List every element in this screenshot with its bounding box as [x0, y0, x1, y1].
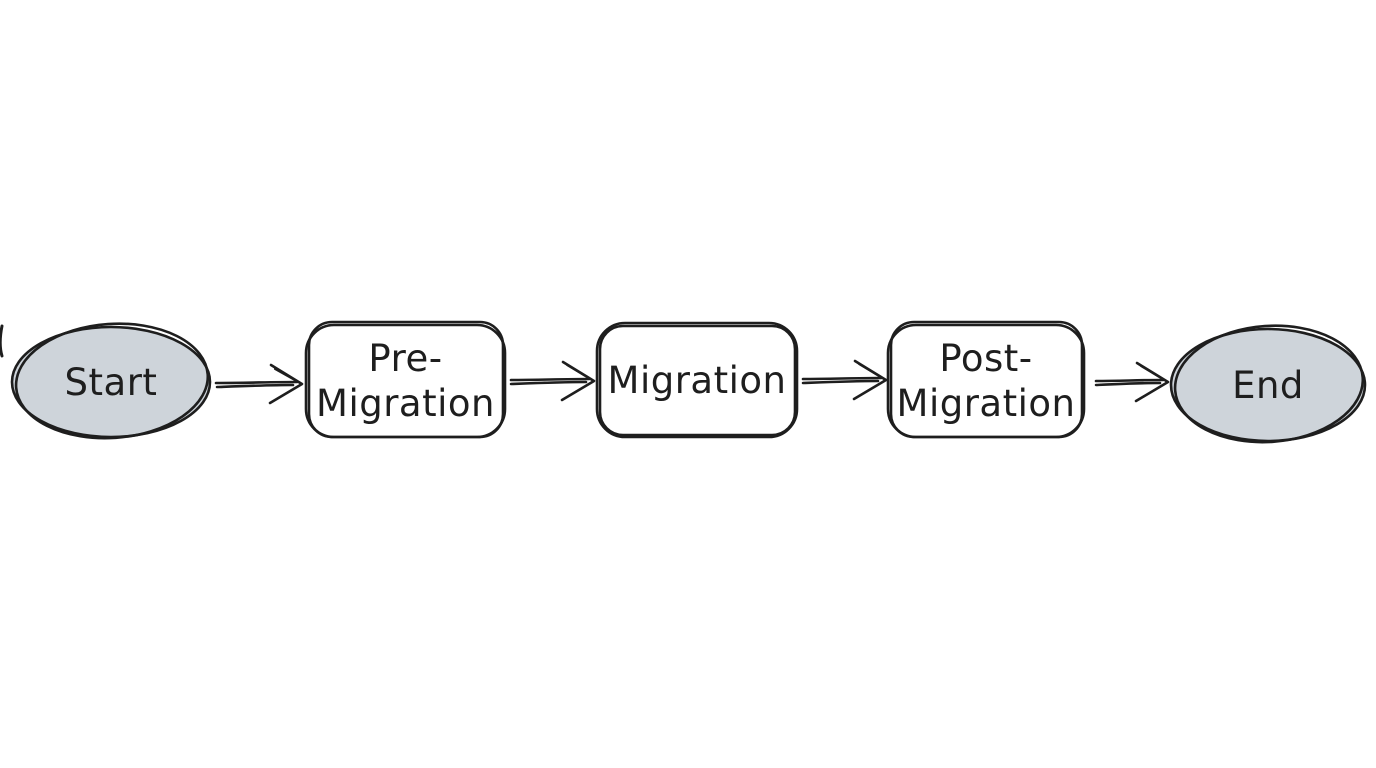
arrow-shaft: [1094, 378, 1165, 383]
end-ellipse: [1169, 327, 1367, 443]
edge-pre-migration-to-migration-arrow: [509, 360, 596, 402]
arrow-head: [268, 363, 304, 405]
edge-migration-to-post-migration-arrow: [801, 359, 888, 401]
arrow-shaft: [214, 380, 299, 385]
node-pre-migration-shape: [304, 320, 507, 439]
edge-start-to-pre-migration-arrow: [214, 363, 304, 405]
pre-migration-rect: [304, 323, 507, 439]
start-ellipse: [10, 325, 212, 439]
node-start-shape: [10, 322, 212, 440]
left-edge-artifact-stroke: [0, 324, 4, 358]
arrow-shaft-overdraw: [801, 379, 880, 385]
post-migration-rect-overdraw: [889, 320, 1084, 439]
arrow-head-overdraw: [274, 368, 301, 384]
arrow-head-overdraw: [1140, 365, 1167, 382]
node-post-migration-shape: [886, 320, 1086, 439]
arrow-shaft: [509, 377, 591, 382]
start-ellipse-overdraw: [14, 322, 210, 440]
migration-rect-overdraw: [598, 324, 797, 437]
arrow-shaft-overdraw: [509, 380, 588, 386]
edge-post-migration-to-end-arrow: [1094, 361, 1170, 403]
stroke-layer: [0, 320, 1367, 444]
arrow-shaft: [801, 376, 883, 381]
arrow-shaft-overdraw: [1094, 381, 1162, 387]
node-end-shape: [1169, 324, 1367, 444]
arrow-head-overdraw: [566, 364, 593, 381]
post-migration-rect: [886, 323, 1086, 439]
end-ellipse-overdraw: [1173, 324, 1365, 444]
migration-rect: [595, 321, 799, 439]
pre-migration-rect-overdraw: [307, 320, 505, 439]
arrow-head-overdraw: [858, 363, 885, 380]
node-migration-shape: [595, 321, 799, 439]
arrow-shaft-overdraw: [215, 383, 295, 389]
